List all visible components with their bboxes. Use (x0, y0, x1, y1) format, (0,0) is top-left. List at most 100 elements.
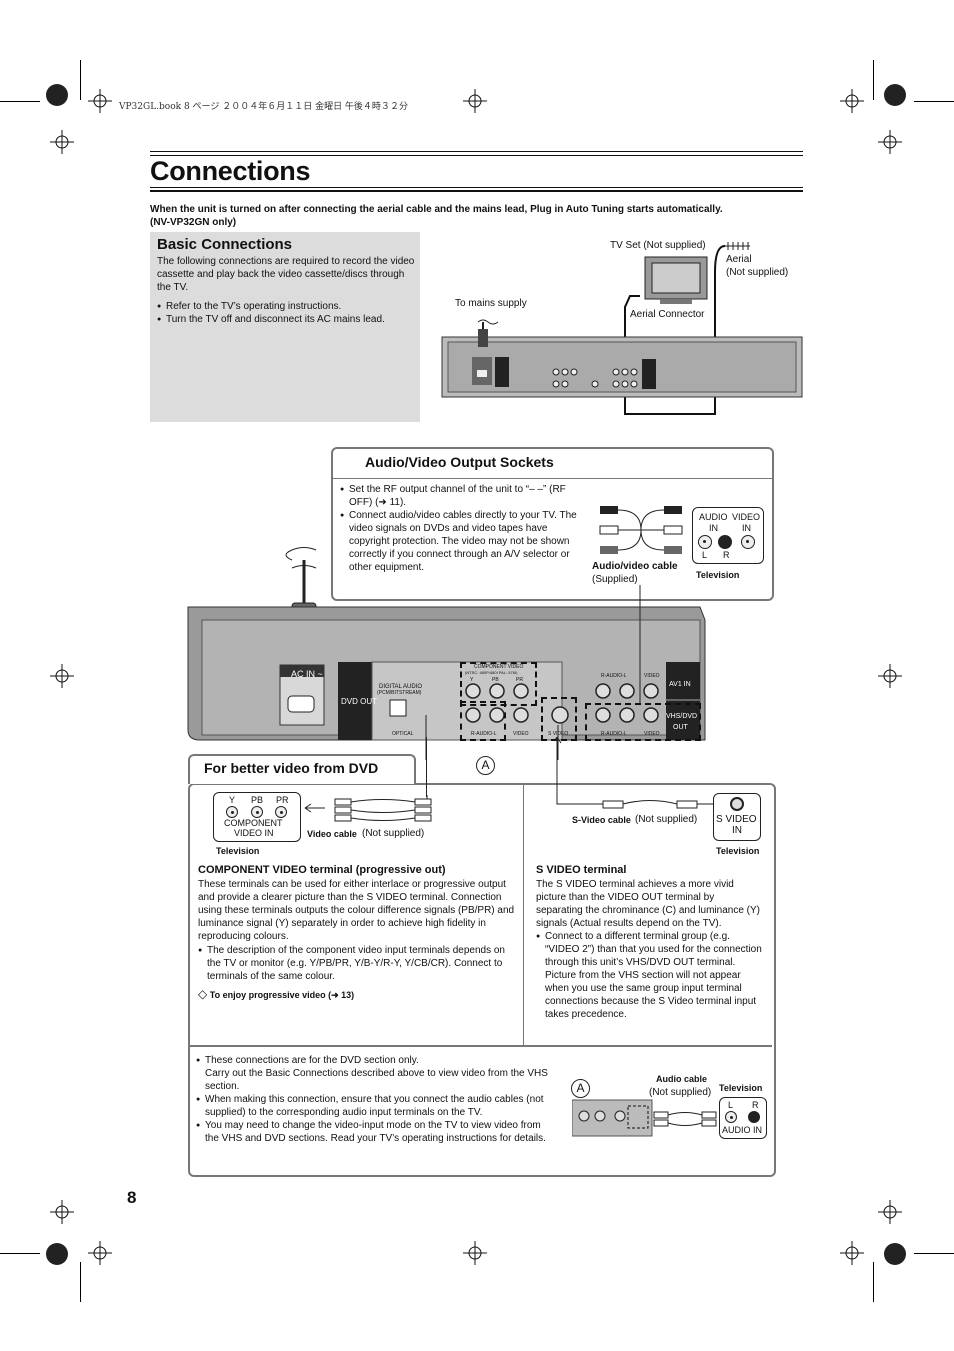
registration-mark-bottom-right (884, 1243, 906, 1265)
video-cable-drawing (304, 795, 432, 822)
tv-r-label: R (723, 550, 730, 560)
audio-r-label: R (752, 1100, 759, 1110)
component-video-label: COMPONENT VIDEO (474, 664, 524, 670)
comp-y-label: Y (229, 795, 236, 805)
s-video-text: The S VIDEO terminal achieves a more viv… (536, 879, 760, 929)
component-video-dashed-box (460, 662, 537, 706)
av-tv-panel: AUDIO VIDEO IN IN L R (692, 507, 764, 564)
digital-audio-label: DIGITAL AUDIO (379, 684, 423, 690)
pcm-label: (PCM/BITSTREAM) (377, 690, 422, 696)
basic-connections-text: Basic Connections The following connecti… (157, 236, 417, 326)
audio-cable-label: Audio cable (656, 1074, 708, 1084)
crop-mark (914, 101, 954, 102)
rear-pr-label: PR (516, 677, 523, 683)
audio-in-tv-panel: L R AUDIO IN (719, 1097, 767, 1139)
aerial-connector-label: Aerial Connector (630, 309, 705, 320)
component-television-label: Television (216, 846, 260, 856)
rear-video-out: VIDEO (644, 731, 660, 737)
marker-a-label: A (481, 758, 490, 772)
av-bullet: Connect audio/video cables directly to y… (340, 509, 590, 574)
comp-pr-jack (275, 806, 287, 818)
av-cable-supplied: (Supplied) (592, 574, 638, 585)
audio-l-jack (725, 1111, 737, 1123)
crop-mark (873, 60, 874, 100)
s-video-cable-label: S-Video cable (572, 815, 631, 825)
component-video-dashed-box-lower (460, 701, 506, 741)
s-video-cable-drawing (555, 736, 713, 809)
av-bullet: Set the RF output channel of the unit to… (340, 483, 590, 509)
bottom-note-1: ●These connections are for the DVD secti… (196, 1055, 419, 1066)
av-bullets: Set the RF output channel of the unit to… (340, 483, 590, 574)
vhs-dvd-label: VHS/DVD (666, 713, 698, 720)
component-heading: COMPONENT VIDEO terminal (progressive ou… (198, 864, 446, 876)
basic-connections-diagram: TV Set (Not supplied) Aerial (Not suppli… (420, 232, 803, 422)
rear-video-label: VIDEO (513, 731, 529, 737)
comp-pb-jack (251, 806, 263, 818)
title-rule-bottom2 (150, 190, 803, 192)
optical-label: OPTICAL (392, 731, 414, 737)
s-video-cable-not-supplied: (Not supplied) (635, 814, 698, 825)
progressive-note: ◇ To enjoy progressive video (➜ 13) (198, 987, 354, 1001)
basic-bullet: Turn the TV off and disconnect its AC ma… (157, 313, 417, 326)
bottom-note-3: ●You may need to change the video-input … (196, 1120, 546, 1144)
aerial-label: Aerial (726, 254, 752, 265)
audio-r-jack (748, 1111, 760, 1123)
s-video-heading: S VIDEO terminal (536, 864, 627, 876)
basic-bullet: Refer to the TV’s operating instructions… (157, 300, 417, 313)
comp-y-jack (226, 806, 238, 818)
comp-component-label: COMPONENT (224, 818, 283, 828)
print-header: VP32GL.book 8 ページ ２００４年６月１１日 金曜日 午後４時３２分 (119, 102, 408, 112)
s-video-jack-icon (730, 797, 744, 811)
crop-mark (0, 101, 40, 102)
s-video-tv-panel: S VIDEO IN (713, 793, 761, 841)
av-output-pointer-line (639, 585, 641, 703)
marker-a-circle-bottom: A (571, 1079, 590, 1098)
intro-line-2: (NV-VP32GN only) (150, 217, 237, 228)
title-rule-bottom (150, 187, 803, 188)
tv-audio-label: AUDIO (699, 512, 728, 522)
registration-mark-bottom-left (46, 1243, 68, 1265)
audio-television-label: Television (719, 1083, 763, 1093)
tv-audio-r-jack (718, 535, 732, 549)
tv-audio-l-jack (698, 535, 712, 549)
tv-in-label: IN (709, 523, 718, 533)
component-sub-label: (NTSC: 480P/480I PAL: 576I) (465, 670, 518, 675)
comp-pb-label: PB (251, 795, 264, 805)
rear-s-video-label: S VIDEO (548, 731, 569, 737)
cable-to-rear-line (426, 737, 427, 797)
better-video-heading: For better video from DVD (204, 760, 379, 776)
marker-a-circle: A (476, 756, 495, 775)
video-cable-label: Video cable (307, 829, 357, 839)
tv-in-label: IN (742, 523, 751, 533)
title-rule-top2 (150, 155, 803, 156)
av-cable-drawing (599, 506, 683, 554)
audio-cable-illustration (572, 1099, 717, 1137)
crop-mark (80, 1262, 81, 1302)
s-video-tv-label: S VIDEO (716, 814, 757, 825)
av-heading-underline (333, 478, 772, 479)
s-video-in-label: IN (732, 825, 742, 836)
intro-text: When the unit is turned on after connect… (150, 203, 790, 229)
crop-mark (873, 1262, 874, 1302)
vhs-dvd-out-label: OUT (673, 724, 688, 731)
better-video-heading-tab: For better video from DVD (188, 754, 416, 784)
av-television-label: Television (696, 570, 740, 580)
basic-bullets: Refer to the TV’s operating instructions… (157, 300, 417, 326)
rear-video-av1: VIDEO (644, 673, 660, 679)
s-video-bullets: Connect to a different terminal group (e… (536, 930, 762, 1021)
basic-connections-heading: Basic Connections (157, 236, 293, 253)
audio-in-label: AUDIO IN (722, 1125, 763, 1135)
av-output-panel: Audio/Video Output Sockets Set the RF ou… (331, 447, 774, 601)
intro-line-1: When the unit is turned on after connect… (150, 204, 723, 215)
page-number: 8 (127, 1188, 137, 1207)
basic-diagram-svg (441, 242, 803, 415)
rear-y-label: Y (470, 677, 474, 683)
rear-pb-label: PB (492, 677, 499, 683)
video-cable-not-supplied: (Not supplied) (362, 828, 425, 839)
basic-connections-description: The following connections are required t… (157, 256, 415, 293)
audio-cable-not-supplied: (Not supplied) (649, 1087, 712, 1098)
tv-video-label: VIDEO (732, 512, 761, 522)
registration-mark-top-left (46, 84, 68, 106)
component-bullets: The description of the component video i… (198, 944, 516, 983)
comp-pr-label: PR (276, 795, 289, 805)
